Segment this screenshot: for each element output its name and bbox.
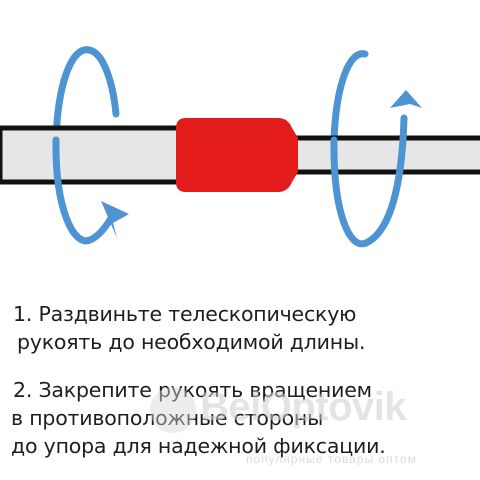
tube-left	[0, 125, 183, 185]
right-rotation-arrow	[330, 114, 408, 248]
step-1-instruction: 1. Раздвиньте телескопическую рукоять до…	[0, 300, 480, 356]
step-1-line-2: рукоять до необходимой длины.	[17, 330, 366, 354]
right-arrowhead-icon	[390, 90, 422, 108]
watermark: BelOptovik популярные товары оптом	[150, 385, 480, 480]
telescopic-handle-diagram	[0, 46, 480, 248]
watermark-tagline: популярные товары оптом	[246, 452, 417, 466]
step-2-line-1: 2. Закрепите рукоять вращением	[13, 378, 372, 402]
watermark-brand: BelOptovik	[200, 385, 407, 429]
left-rotation-arrow-top	[85, 46, 120, 118]
step-1-line-1: 1. Раздвиньте телескопическую	[13, 302, 357, 326]
left-rotation-arrow	[52, 136, 118, 245]
red-coupling	[176, 118, 298, 192]
step-2-instruction: 2. Закрепите рукоять вращением в противо…	[0, 376, 480, 460]
watermark-logo-icon	[150, 387, 196, 433]
step-2-line-3: до упора для надежной фиксации.	[11, 434, 386, 458]
tube-right	[287, 135, 480, 175]
step-2-line-2: в противоположные стороны	[11, 406, 324, 430]
left-rotation-arrow-back	[52, 46, 93, 144]
left-arrowhead-icon	[101, 201, 129, 238]
right-rotation-arrow-back	[330, 50, 369, 144]
